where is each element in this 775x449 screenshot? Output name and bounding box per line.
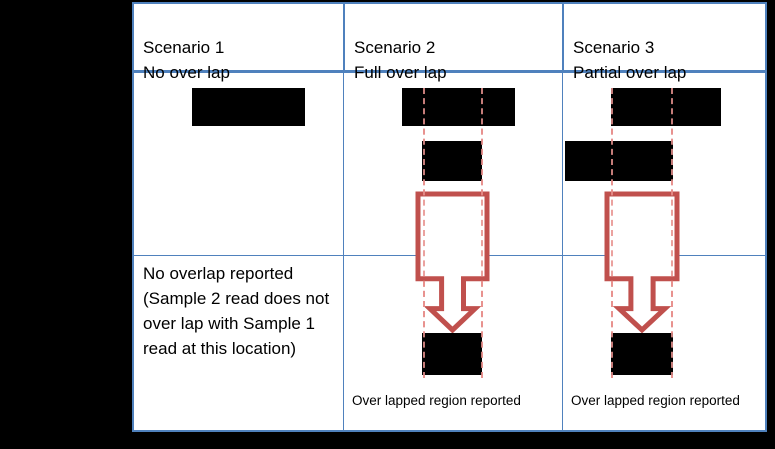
header-scenario-2: Scenario 2 Full over lap [343,4,562,82]
diagram-column-2 [344,73,562,430]
scenario-1-result-text: No overlap reported (Sample 2 read does … [143,264,330,358]
diagram-column-3 [563,73,765,430]
scenario-2-caption: Over lapped region reported [352,393,521,408]
header-scenario-1-line1: Scenario 1 [143,38,225,57]
header-scenario-3: Scenario 3 Partial over lap [562,4,765,82]
table-header-row: Scenario 1 No over lap Scenario 2 Full o… [134,4,765,82]
overlap-right-guide-overlay [671,88,673,378]
column-divider-1 [343,73,344,430]
header-scenario-1: Scenario 1 No over lap [134,4,343,82]
scenario-3-caption: Over lapped region reported [571,393,740,408]
scenario-comparison-table: Scenario 1 No over lap Scenario 2 Full o… [132,2,767,432]
header-scenario-2-line1: Scenario 2 [354,38,436,57]
sample-1-read [192,88,305,126]
sample-2-read [422,141,482,181]
header-scenario-3-line1: Scenario 3 [573,38,655,57]
sample-1-read [611,88,721,126]
column-divider-2 [562,73,563,430]
diagram-column-1 [134,73,343,430]
overlap-result [611,333,673,375]
overlap-down-arrow-icon [604,191,680,334]
overlap-down-arrow-icon [415,191,490,334]
header-scenario-2-line2: Full over lap [354,63,447,82]
overlap-right-guide-overlay [481,88,483,378]
overlap-left-guide-overlay [611,88,613,378]
sample-2-read [565,141,673,181]
header-scenario-1-line2: No over lap [143,63,230,82]
sample-1-read [402,88,515,126]
header-scenario-3-line2: Partial over lap [573,63,687,82]
overlap-result [422,333,482,375]
overlap-left-guide-overlay [423,88,425,378]
table-body: No overlap reported (Sample 2 read does … [134,73,765,430]
